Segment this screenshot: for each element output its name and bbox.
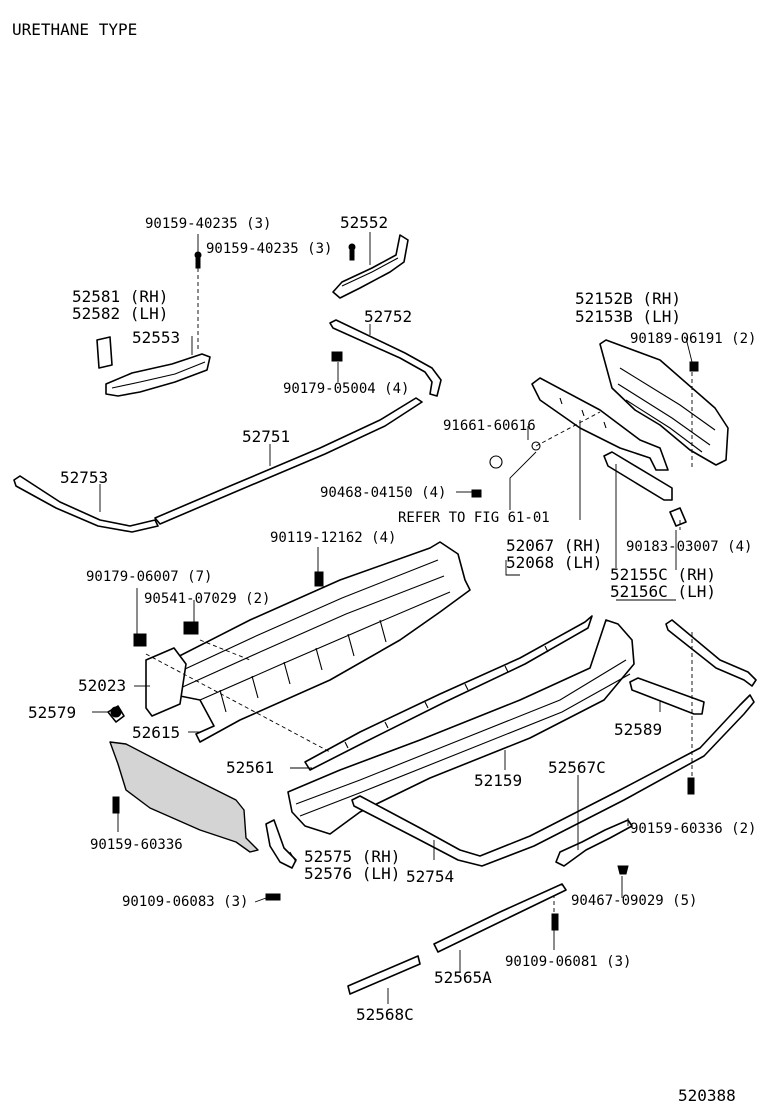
part-52567C[interactable]: [555, 819, 633, 867]
part-52615-ribs: [169, 559, 451, 701]
part-52615[interactable]: [147, 541, 471, 743]
fastener-nut-icon: [689, 361, 699, 372]
callout-52567C[interactable]: 52567C: [548, 758, 606, 777]
callout-90159-40235-b[interactable]: 90159-40235 (3): [206, 241, 332, 257]
part-52581-52582[interactable]: [96, 336, 113, 369]
part-reinforcement-holes: [559, 397, 607, 429]
callout-52576[interactable]: 52576 (LH): [304, 864, 400, 883]
fastener-nut-icon: [133, 633, 147, 647]
callout-52067[interactable]: 52067 (RH): [506, 536, 602, 555]
fastener-bolt-icon: [314, 571, 324, 587]
callout-52581[interactable]: 52581 (RH): [72, 287, 168, 306]
fastener-grommet-icon: [183, 621, 199, 635]
part-52589[interactable]: [629, 677, 705, 715]
part-52552[interactable]: [332, 234, 409, 299]
part-52023[interactable]: [145, 647, 187, 717]
part-52553-edge: [111, 361, 206, 389]
callout-52152B[interactable]: 52152B (RH): [575, 289, 681, 308]
part-52155C-52156C[interactable]: [603, 451, 673, 501]
callout-52068[interactable]: 52068 (LH): [506, 553, 602, 572]
part-52753[interactable]: [13, 475, 159, 533]
callout-52568C[interactable]: 52568C: [356, 1005, 414, 1024]
callout-90159-60336[interactable]: 90159-60336: [90, 837, 183, 853]
callout-52156C[interactable]: 52156C (LH): [610, 582, 716, 601]
callout-52565A[interactable]: 52565A: [434, 968, 492, 987]
part-52575-52576[interactable]: [265, 819, 297, 869]
callout-91661-60616[interactable]: 91661-60616: [443, 418, 536, 434]
callout-90183-03007[interactable]: 90183-03007 (4): [626, 539, 752, 555]
callout-90468-04150[interactable]: 90468-04150 (4): [320, 485, 446, 501]
part-52155C-tab[interactable]: [669, 507, 687, 527]
callout-52582[interactable]: 52582 (LH): [72, 304, 168, 323]
callout-90189-06191[interactable]: 90189-06191 (2): [630, 331, 756, 347]
fastener-clip-icon: [489, 441, 541, 469]
callout-52752[interactable]: 52752: [364, 307, 412, 326]
callout-52023[interactable]: 52023: [78, 676, 126, 695]
callout-52751[interactable]: 52751: [242, 427, 290, 446]
fastener-bolt-icon: [194, 251, 202, 269]
fastener-bolt-icon: [265, 893, 281, 901]
callout-52552[interactable]: 52552: [340, 213, 388, 232]
callout-90109-06081[interactable]: 90109-06081 (3): [505, 954, 631, 970]
callout-52575[interactable]: 52575 (RH): [304, 847, 400, 866]
part-lower-left-side-bracket[interactable]: [109, 741, 259, 853]
part-52751[interactable]: [154, 397, 423, 525]
fastener-bolt-icon: [112, 796, 120, 814]
page-title: URETHANE TYPE: [12, 20, 137, 39]
fastener-bolt-icon: [551, 913, 559, 931]
part-52553[interactable]: [105, 353, 211, 397]
callout-52153B[interactable]: 52153B (LH): [575, 307, 681, 326]
callout-52159[interactable]: 52159: [474, 771, 522, 790]
callout-52579[interactable]: 52579: [28, 703, 76, 722]
part-52752[interactable]: [329, 319, 442, 397]
callout-90119-12162[interactable]: 90119-12162 (4): [270, 530, 396, 546]
part-52568C[interactable]: [347, 955, 421, 995]
callout-90179-06007[interactable]: 90179-06007 (7): [86, 569, 212, 585]
part-52754[interactable]: [351, 694, 755, 867]
part-52565A[interactable]: [433, 883, 567, 953]
fastener-bolt-icon: [687, 777, 695, 795]
part-52561[interactable]: [304, 615, 593, 771]
part-52159-contours: [295, 659, 631, 817]
part-52561-clips: [344, 645, 549, 749]
part-reinforcement-bracket[interactable]: [531, 377, 669, 471]
part-52552-edge: [341, 257, 399, 287]
callout-52553[interactable]: 52553: [132, 328, 180, 347]
fastener-clip-icon: [110, 706, 122, 718]
leader-lines: [92, 232, 693, 1004]
part-right-rail[interactable]: [665, 619, 757, 687]
callout-90179-05004[interactable]: 90179-05004 (4): [283, 381, 409, 397]
callout-52589[interactable]: 52589: [614, 720, 662, 739]
callout-90159-40235-a[interactable]: 90159-40235 (3): [145, 216, 271, 232]
callout-90541-07029[interactable]: 90541-07029 (2): [144, 591, 270, 607]
fastener-nut-icon: [331, 351, 343, 362]
part-52159[interactable]: [287, 619, 635, 835]
part-52152B-ribs: [617, 367, 716, 453]
callout-52561[interactable]: 52561: [226, 758, 274, 777]
figure-code: 520388: [678, 1086, 736, 1105]
callout-52753[interactable]: 52753: [60, 468, 108, 487]
callout-52615[interactable]: 52615: [132, 723, 180, 742]
callout-90467-09029[interactable]: 90467-09029 (5): [571, 893, 697, 909]
callout-90159-60336-2[interactable]: 90159-60336 (2): [630, 821, 756, 837]
callout-52155C[interactable]: 52155C (RH): [610, 565, 716, 584]
callout-90109-06083[interactable]: 90109-06083 (3): [122, 894, 248, 910]
part-52152B-52153B[interactable]: [599, 339, 729, 466]
fastener-clip-icon: [617, 865, 629, 875]
part-52615-webs: [219, 619, 387, 713]
callout-refer-to-fig[interactable]: REFER TO FIG 61-01: [398, 510, 550, 526]
fastener-nut-icon: [471, 489, 482, 498]
callout-52754[interactable]: 52754: [406, 867, 454, 886]
